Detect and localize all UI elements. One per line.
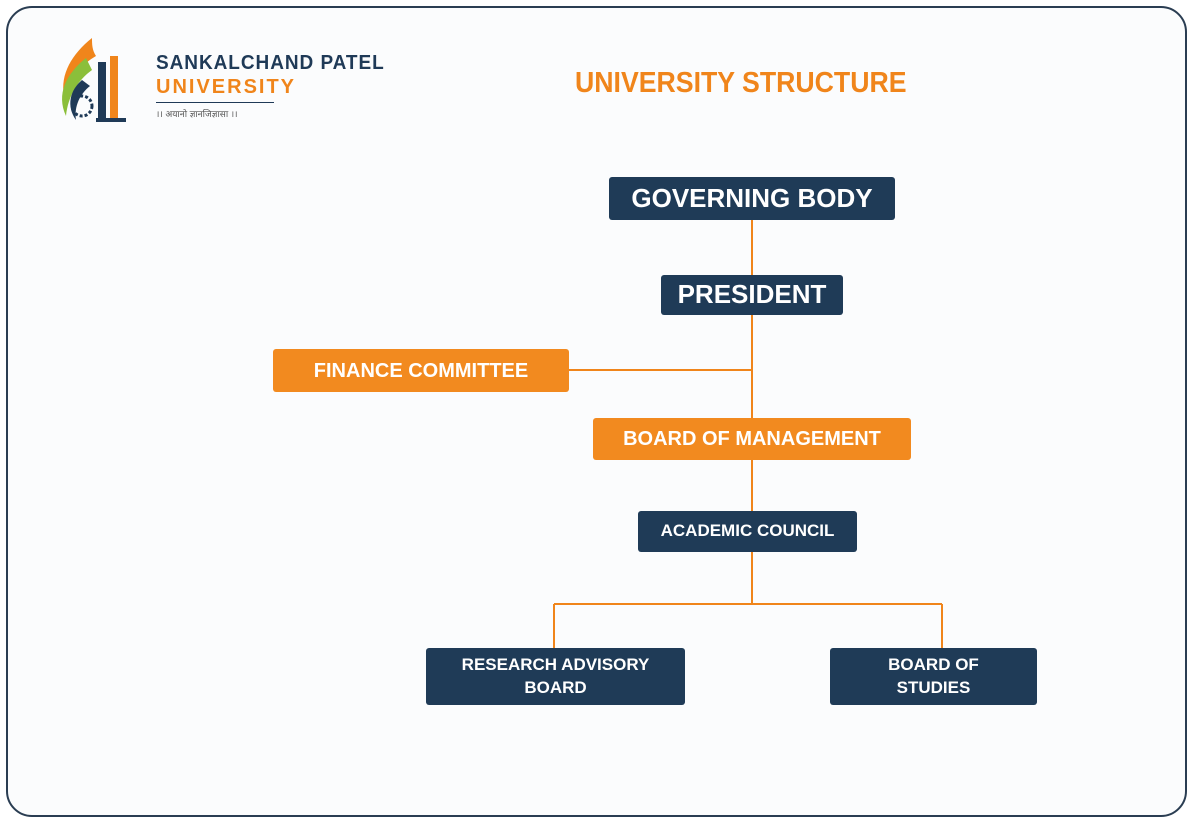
node-governing-body: GOVERNING BODY bbox=[609, 177, 895, 220]
node-finance-committee: FINANCE COMMITTEE bbox=[273, 349, 569, 392]
logo-name-line1: SANKALCHAND PATEL bbox=[156, 52, 385, 74]
page-title: UNIVERSITY STRUCTURE bbox=[575, 67, 907, 99]
node-academic-council: ACADEMIC COUNCIL bbox=[638, 511, 857, 552]
logo-emblem-icon bbox=[62, 38, 126, 122]
node-research-advisory-board: RESEARCH ADVISORY BOARD bbox=[426, 648, 685, 705]
node-board-of-studies: BOARD OF STUDIES bbox=[830, 648, 1037, 705]
node-board-of-management: BOARD OF MANAGEMENT bbox=[593, 418, 911, 460]
logo-name-line2: UNIVERSITY bbox=[156, 76, 297, 98]
node-president: PRESIDENT bbox=[661, 275, 843, 315]
logo-motto: ।। अयानो ज्ञानजिज्ञासा ।। bbox=[156, 109, 238, 119]
logo-divider bbox=[156, 102, 274, 103]
university-logo: SANKALCHAND PATEL UNIVERSITY ।। अयानो ज्… bbox=[52, 34, 384, 134]
